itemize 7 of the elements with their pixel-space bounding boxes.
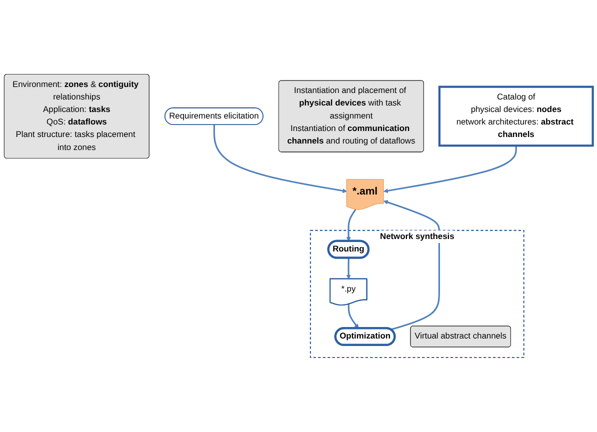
arrow <box>346 209 356 242</box>
arrow <box>383 146 517 194</box>
arrow <box>346 258 351 280</box>
node-box: Catalog of physical devices: nodes network architectures: abstract channels <box>438 86 594 147</box>
arrow <box>383 200 440 330</box>
arrow <box>348 304 359 329</box>
arrow <box>213 125 348 194</box>
